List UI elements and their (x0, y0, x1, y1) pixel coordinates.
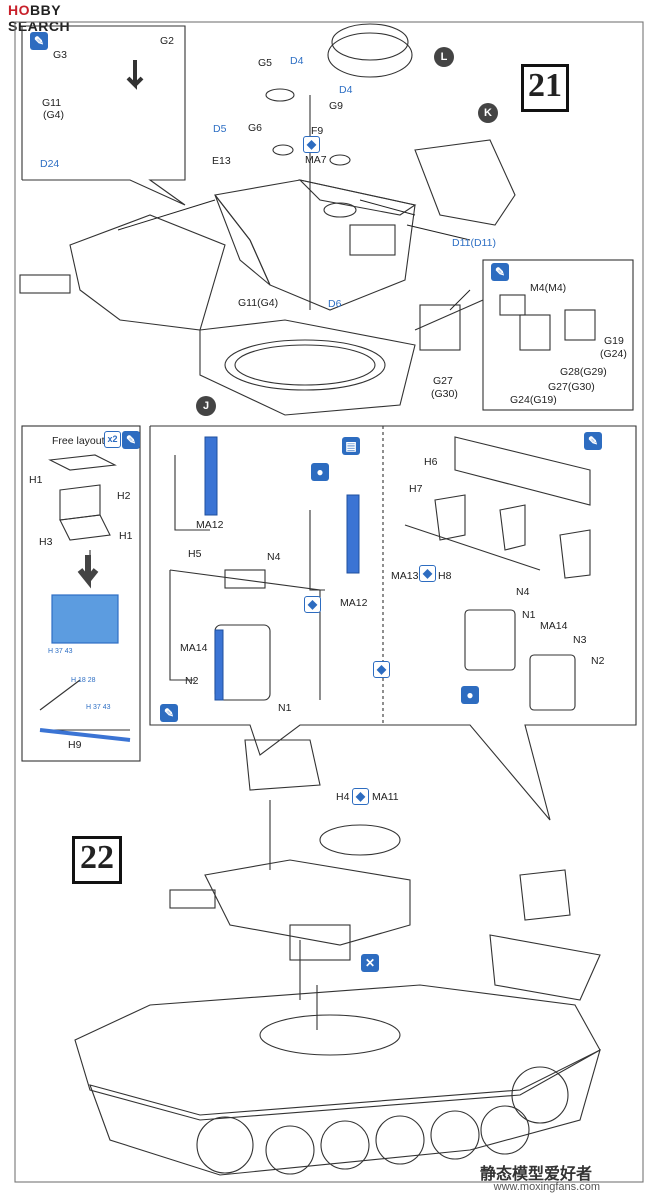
part-label: N2 (591, 655, 605, 667)
cement-icon: ✎ (30, 32, 48, 50)
part-label: H7 (409, 483, 423, 495)
callout-L: L (434, 47, 454, 67)
part-label: N1 (522, 609, 536, 621)
part-label: (G4) (43, 109, 64, 121)
part-label: D6 (328, 298, 342, 310)
part-label: F9 (311, 125, 324, 137)
cement-icon: ✎ (122, 431, 140, 449)
part-label: H4 (336, 791, 350, 803)
cement-icon: ✎ (160, 704, 178, 722)
part-label: G2 (160, 35, 175, 47)
callout-J: J (196, 396, 216, 416)
part-label: MA11 (372, 791, 399, 803)
part-label: H3 (39, 536, 53, 548)
part-label: (G30) (431, 388, 458, 400)
step-21-number: 21 (521, 64, 569, 112)
symmetric-icon: ◆ (303, 136, 320, 153)
color-code: H 18 28 (71, 677, 96, 684)
callout-K: K (478, 103, 498, 123)
part-label: H1 (29, 474, 43, 486)
part-label: N4 (267, 551, 281, 563)
part-label: MA14 (180, 642, 208, 654)
part-label: G24(G19) (510, 394, 557, 406)
quantity-badge: x2 (104, 431, 121, 448)
part-label: G19 (604, 335, 624, 347)
part-label: G28(G29) (560, 366, 607, 378)
part-label: G11(G4) (238, 297, 279, 309)
part-label: G27 (433, 375, 453, 387)
part-label: D4 (339, 84, 353, 96)
part-label: H6 (424, 456, 438, 468)
glue-drop-icon: ● (461, 686, 479, 704)
part-label: D11(D11) (452, 237, 496, 249)
part-label: G3 (53, 49, 68, 61)
part-label: D24 (40, 158, 60, 170)
part-label: N1 (278, 702, 292, 714)
watermark-url: www.moxingfans.com (493, 1181, 600, 1193)
cement-icon: ✎ (491, 263, 509, 281)
part-label: H8 (438, 570, 452, 582)
part-label: MA14 (540, 620, 568, 632)
part-label: H9 (68, 739, 82, 751)
color-code: H 37 43 (86, 704, 111, 711)
part-label: MA13 (391, 570, 419, 582)
part-label: (G24) (600, 348, 627, 360)
part-label: M4(M4) (530, 282, 567, 294)
symmetric-icon: ◆ (419, 565, 436, 582)
color-code: H 37 43 (48, 648, 73, 655)
part-label: G9 (329, 100, 344, 112)
part-label: H5 (188, 548, 202, 560)
part-label: N4 (516, 586, 530, 598)
watermark-text: 静态模型爱好者 (479, 1166, 592, 1183)
part-label: H1 (119, 530, 133, 542)
part-label: D4 (290, 55, 304, 67)
cement-icon: ✎ (584, 432, 602, 450)
glue-drop-icon: ● (311, 463, 329, 481)
part-label: D5 (213, 123, 227, 135)
part-label: MA12 (196, 519, 224, 531)
part-label: E13 (212, 155, 231, 167)
part-label: N3 (573, 634, 587, 646)
part-label: H2 (117, 490, 131, 502)
part-label: G27(G30) (548, 381, 595, 393)
part-label: MA7 (305, 154, 327, 166)
symmetric-icon: ◆ (304, 596, 321, 613)
free-layout-label: Free layout (52, 435, 105, 447)
step-22-number: 22 (72, 836, 122, 884)
part-label: N2 (185, 675, 199, 687)
part-label: G6 (248, 122, 263, 134)
no-cement-icon: ✕ (361, 954, 379, 972)
part-label: G11 (42, 97, 62, 109)
part-label: G5 (258, 57, 273, 69)
symmetric-icon: ◆ (352, 788, 369, 805)
part-label: MA12 (340, 597, 368, 609)
paint-icon: ▤ (342, 437, 360, 455)
symmetric-icon: ◆ (373, 661, 390, 678)
